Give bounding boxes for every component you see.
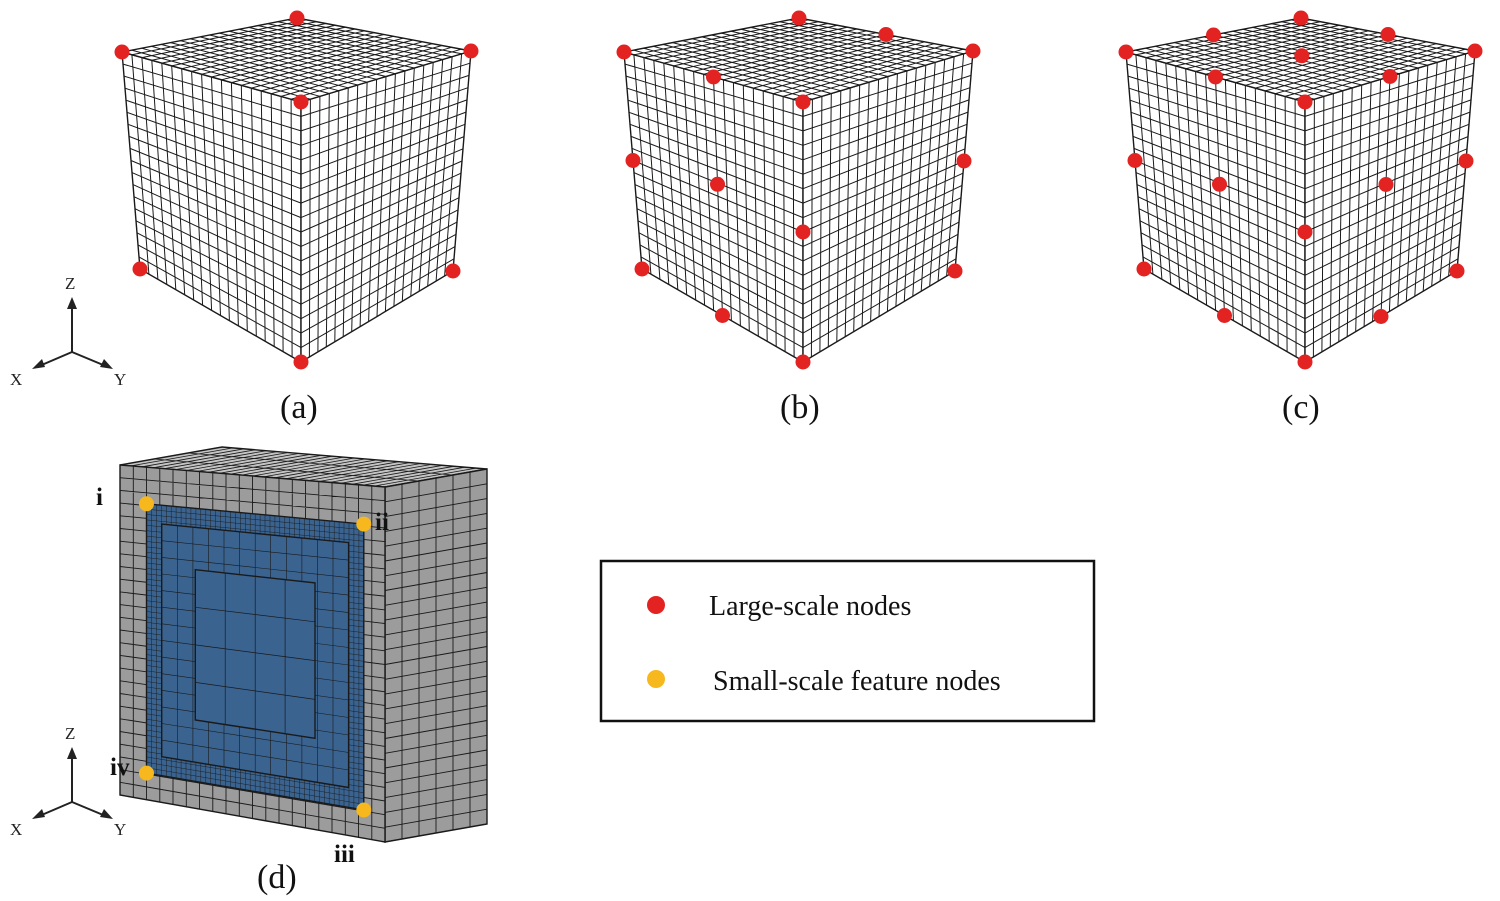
cube-right-face-grid — [300, 53, 471, 357]
small-node-iii — [356, 802, 372, 818]
large-node-c — [1380, 27, 1396, 42]
large-node-b — [715, 308, 730, 323]
small-node-iv — [139, 765, 154, 781]
small-node-ii — [356, 516, 372, 532]
large-node-a — [293, 94, 309, 110]
block-right-face-grid — [384, 472, 488, 839]
axis-label-x: X — [10, 370, 22, 389]
mesh-block-d — [119, 446, 488, 843]
axis-triad-d: Z X Y — [10, 724, 126, 839]
legend-large-node-label: Large-scale nodes — [709, 591, 911, 622]
legend-small-node-marker — [647, 670, 665, 688]
legend: Large-scale nodes Small-scale feature no… — [599, 559, 1096, 723]
large-node-b — [710, 176, 725, 192]
cube-top-face-grid — [1135, 19, 1466, 100]
axis-label-y: Y — [114, 370, 126, 389]
large-node-c — [1297, 224, 1313, 240]
large-node-b — [791, 10, 807, 26]
inner-coarse-core-grid — [195, 573, 316, 734]
large-node-b — [965, 43, 981, 59]
mesh-cube-a — [121, 17, 472, 364]
cube-top-face-grid — [131, 19, 462, 100]
large-node-a — [289, 10, 305, 26]
large-node-c — [1294, 48, 1310, 64]
large-node-a — [293, 354, 309, 370]
large-node-c — [1467, 43, 1483, 59]
large-node-b — [878, 27, 894, 42]
large-node-b — [625, 153, 641, 168]
legend-large-node-marker — [647, 596, 665, 614]
axis-label-z: Z — [65, 724, 75, 743]
node-markers — [114, 10, 1483, 818]
corner-label-i: i — [96, 484, 103, 511]
corner-label-ii: ii — [375, 509, 389, 536]
large-node-a — [132, 261, 148, 277]
cube-top-face-grid — [633, 19, 964, 100]
caption-b: (b) — [780, 389, 820, 426]
axis-triad-a: Z X Y — [10, 274, 126, 389]
large-node-b — [616, 44, 632, 60]
large-node-b — [795, 224, 811, 240]
cube-left-face-grid — [624, 54, 804, 357]
caption-a: (a) — [280, 389, 318, 426]
cube-left-face-grid — [1126, 54, 1306, 357]
caption-d: (d) — [257, 859, 297, 896]
large-node-c — [1297, 354, 1313, 370]
large-node-b — [795, 354, 811, 370]
cube-left-face-grid — [122, 54, 302, 357]
axis-label-z: Z — [65, 274, 75, 293]
large-node-c — [1136, 261, 1152, 277]
small-node-i — [139, 496, 154, 512]
large-node-c — [1378, 177, 1394, 192]
large-node-b — [795, 94, 811, 110]
caption-c: (c) — [1282, 389, 1320, 426]
axis-label-y: Y — [114, 820, 126, 839]
large-node-c — [1297, 94, 1313, 110]
mesh-cube-b — [623, 17, 974, 364]
legend-small-node-label: Small-scale feature nodes — [713, 666, 1001, 697]
large-node-a — [463, 43, 479, 59]
corner-label-iv: iv — [110, 754, 130, 781]
large-node-c — [1206, 27, 1221, 43]
large-node-b — [706, 69, 721, 85]
large-node-c — [1458, 153, 1474, 169]
large-node-c — [1212, 176, 1227, 192]
corner-label-iii: iii — [334, 841, 355, 868]
large-node-b — [634, 261, 650, 277]
large-node-c — [1127, 153, 1143, 168]
large-node-c — [1382, 69, 1398, 84]
large-node-b — [947, 263, 963, 279]
large-node-c — [1293, 10, 1309, 26]
block-top-face-grid — [130, 447, 477, 487]
cube-right-face-grid — [802, 53, 973, 357]
large-node-c — [1449, 263, 1465, 279]
cube-right-face-grid — [1304, 53, 1475, 357]
large-node-b — [956, 153, 972, 169]
large-node-c — [1118, 44, 1134, 60]
mesh-cube-c — [1125, 17, 1476, 364]
large-node-c — [1208, 69, 1223, 85]
large-node-c — [1373, 309, 1389, 324]
large-node-a — [445, 263, 461, 279]
legend-box — [599, 559, 1096, 723]
axis-label-x: X — [10, 820, 22, 839]
large-node-a — [114, 44, 130, 60]
large-node-c — [1217, 308, 1232, 323]
